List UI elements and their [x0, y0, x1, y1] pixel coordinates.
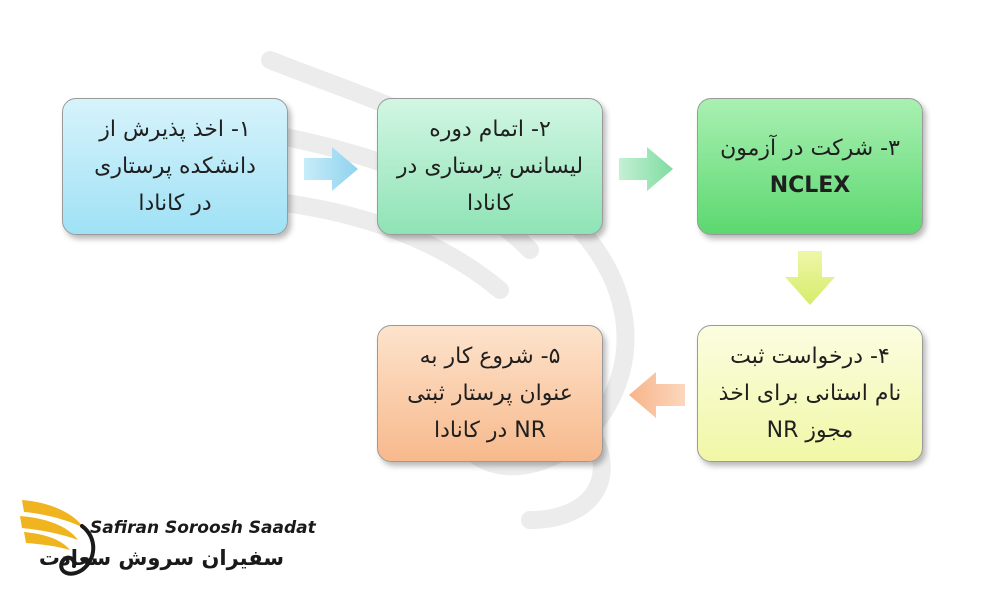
step-3-line-1: ۳- شرکت در آزمون — [720, 135, 900, 161]
step-2-text: ۲- اتمام دوره لیسانس پرستاری در کانادا — [383, 111, 597, 222]
step-4-text: ۴- درخواست ثبت نام استانی برای اخذ مجوز … — [705, 338, 916, 449]
arrow-right-icon — [304, 147, 358, 191]
step-1-box: ۱- اخذ پذیرش از دانشکده پرستاری در کاناد… — [62, 98, 288, 235]
step-5-line-2: عنوان پرستار ثبتی — [407, 381, 573, 406]
step-2-line-1: ۲- اتمام دوره — [429, 117, 551, 142]
bird-wing-icon — [20, 500, 96, 576]
step-4-line-3: مجوز NR — [766, 418, 854, 443]
step-1-line-2: دانشکده پرستاری — [94, 154, 256, 179]
step-2-line-2: لیسانس پرستاری در — [396, 154, 584, 179]
brand-logo: Safiran Soroosh Saadat سفیران سروش سعادت — [18, 490, 316, 590]
step-1-text: ۱- اخذ پذیرش از دانشکده پرستاری در کاناد… — [80, 111, 270, 222]
step-3-line-2: NCLEX — [769, 172, 851, 198]
arrow-left-icon — [629, 372, 685, 418]
step-4-line-1: ۴- درخواست ثبت — [730, 344, 890, 369]
arrow-down-icon — [785, 251, 835, 305]
step-1-line-3: در کانادا — [138, 191, 212, 216]
step-1-line-1: ۱- اخذ پذیرش از — [99, 117, 251, 142]
brand-name-english: Safiran Soroosh Saadat — [90, 518, 316, 538]
step-2-box: ۲- اتمام دوره لیسانس پرستاری در کانادا — [377, 98, 603, 235]
step-5-text: ۵- شروع کار به عنوان پرستار ثبتی NR در ک… — [393, 338, 587, 449]
step-4-box: ۴- درخواست ثبت نام استانی برای اخذ مجوز … — [697, 325, 923, 462]
brand-name-persian: سفیران سروش سعادت — [38, 546, 284, 570]
step-4-line-2: نام استانی برای اخذ — [718, 381, 902, 406]
step-3-box: ۳- شرکت در آزمون NCLEX — [697, 98, 923, 235]
step-3-text: ۳- شرکت در آزمون NCLEX — [706, 130, 914, 204]
step-2-line-3: کانادا — [467, 191, 513, 216]
step-5-line-1: ۵- شروع کار به — [419, 344, 561, 369]
step-5-box: ۵- شروع کار به عنوان پرستار ثبتی NR در ک… — [377, 325, 603, 462]
step-5-line-3: NR در کانادا — [433, 418, 547, 443]
arrow-right-icon — [619, 147, 673, 191]
